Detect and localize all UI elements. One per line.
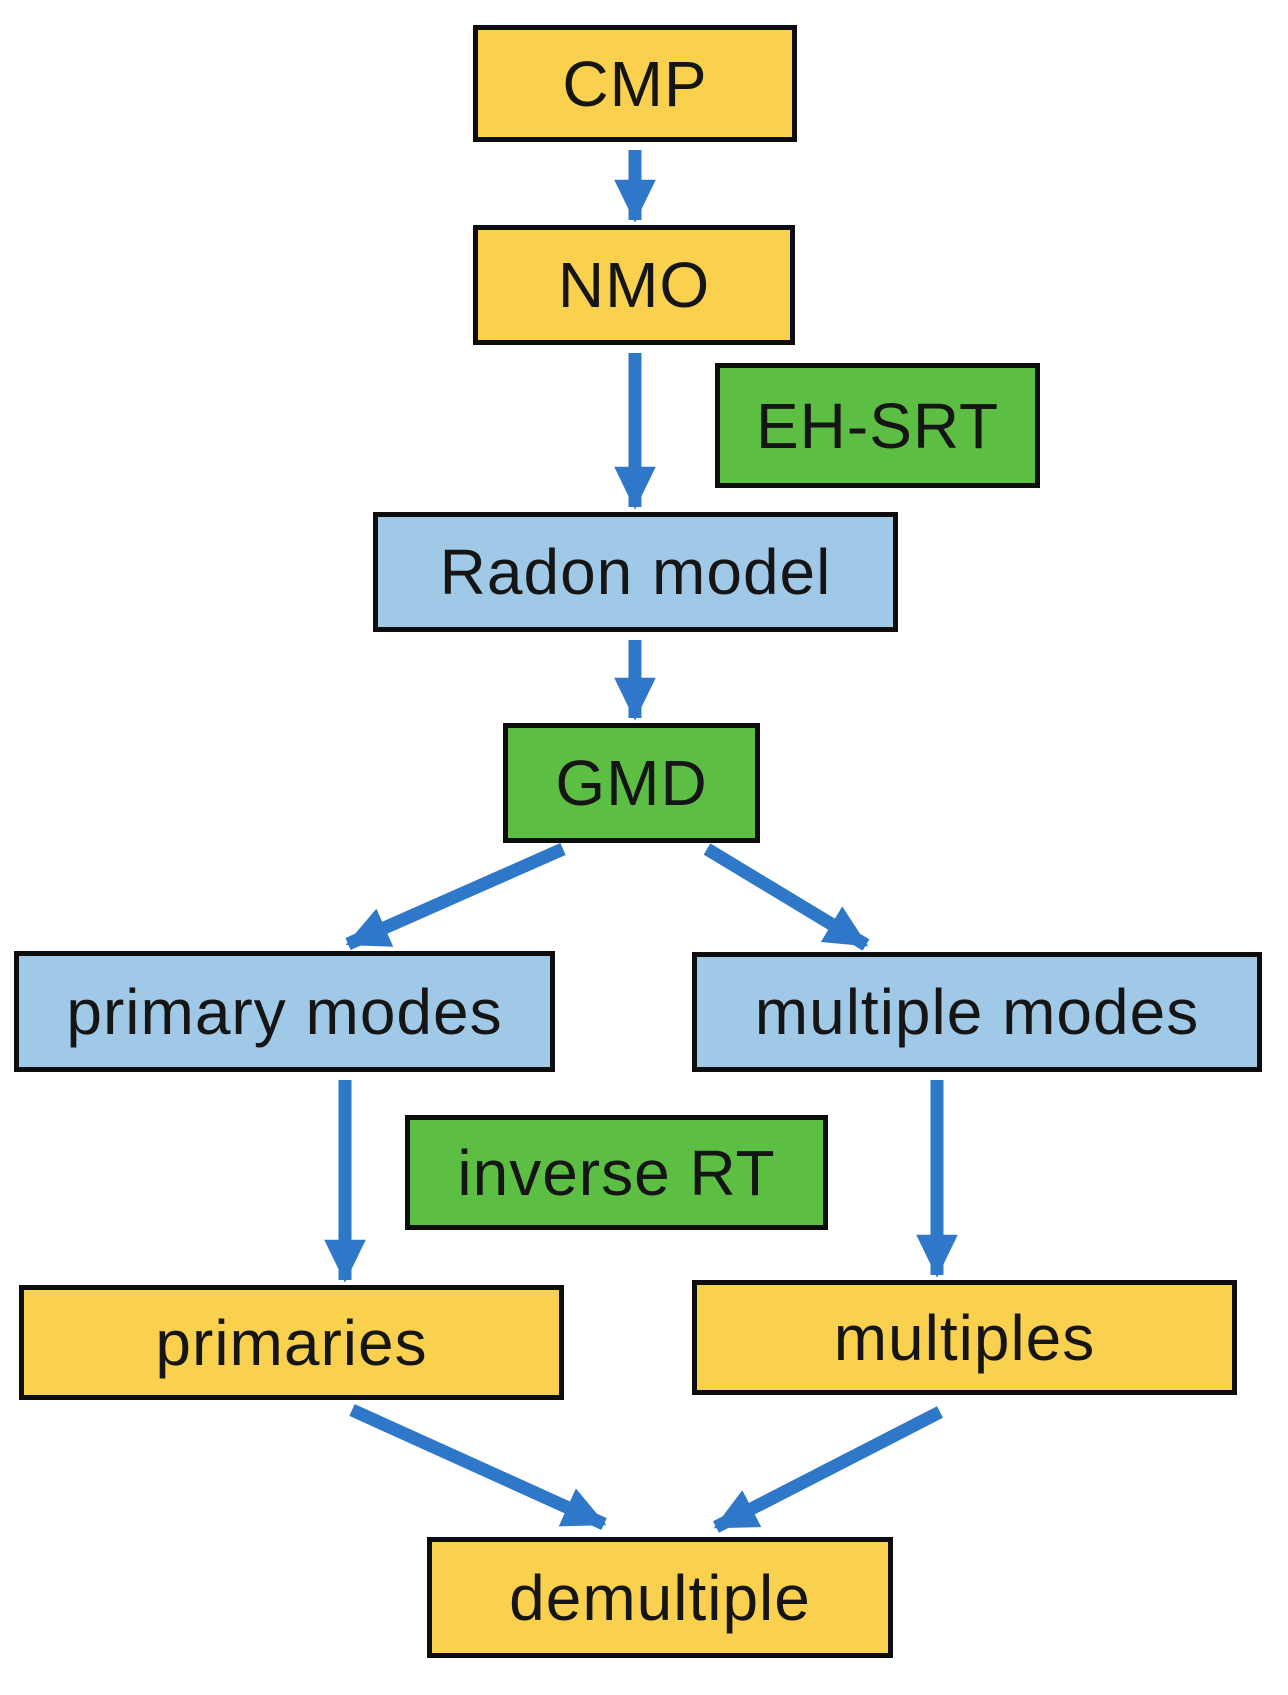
node-label-primaries: primaries: [155, 1306, 428, 1379]
node-radon-model: Radon model: [373, 512, 898, 632]
node-multiple-modes: multiple modes: [692, 952, 1262, 1072]
arrow-gmd-to-primary-modes: [345, 843, 566, 950]
node-eh-srt: EH-SRT: [715, 363, 1040, 488]
node-label-primary-modes: primary modes: [66, 975, 503, 1048]
node-gmd: GMD: [503, 723, 760, 843]
arrow-lines: [324, 150, 958, 1533]
node-primary-modes: primary modes: [14, 951, 555, 1072]
node-label-multiple-modes: multiple modes: [754, 976, 1200, 1048]
node-inverse-rt: inverse RT: [405, 1115, 828, 1230]
node-cmp: CMP: [473, 25, 797, 142]
node-multiples: multiples: [692, 1280, 1237, 1395]
arrow-gmd-to-multiple-modes: [703, 843, 870, 951]
node-nmo: NMO: [473, 225, 795, 345]
node-primaries: primaries: [19, 1285, 564, 1400]
node-label-demultiple: demultiple: [509, 1561, 811, 1634]
node-demultiple: demultiple: [427, 1537, 893, 1658]
arrow-multiples-to-demultiple: [713, 1406, 943, 1533]
node-label-eh-srt: EH-SRT: [755, 389, 1000, 462]
node-label-cmp: CMP: [562, 47, 708, 120]
node-label-radon-model: Radon model: [439, 536, 832, 608]
node-label-gmd: GMD: [555, 747, 708, 819]
node-label-multiples: multiples: [833, 1301, 1096, 1374]
node-label-inverse-rt: inverse RT: [457, 1136, 776, 1209]
node-label-nmo: NMO: [557, 249, 711, 321]
arrow-primaries-to-demultiple: [349, 1404, 607, 1530]
